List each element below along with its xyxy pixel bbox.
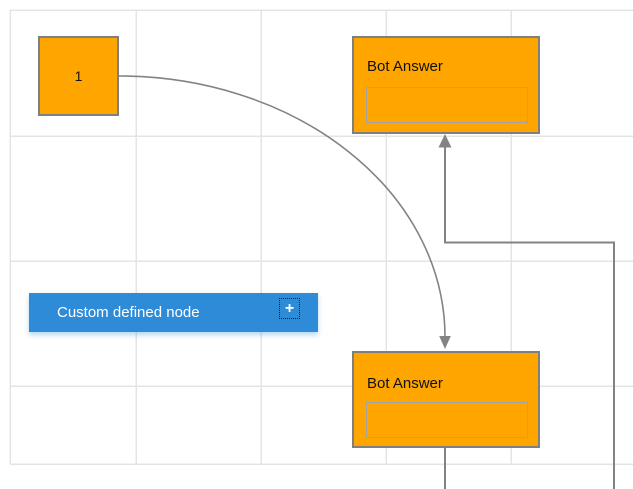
connector-curve[interactable] (118, 75, 451, 349)
connector-elbow[interactable] (438, 134, 615, 489)
arrowhead-up-icon (438, 134, 452, 148)
node-text-field[interactable] (366, 87, 528, 123)
add-node-button[interactable]: + (279, 298, 300, 319)
node-title: Bot Answer (367, 375, 443, 392)
node-custom-label: Custom defined node (57, 304, 200, 321)
node-bot-answer-top[interactable]: Bot Answer (352, 36, 540, 134)
plus-icon: + (284, 299, 295, 317)
node-bot-answer-bottom[interactable]: Bot Answer (352, 351, 540, 448)
node-text-field[interactable] (366, 402, 528, 438)
node-title: Bot Answer (367, 58, 443, 75)
arrowhead-down-icon (439, 336, 451, 349)
node-custom-defined[interactable]: Custom defined node + (29, 293, 318, 332)
node-start-label: 1 (74, 68, 83, 84)
node-start[interactable]: 1 (38, 36, 119, 116)
